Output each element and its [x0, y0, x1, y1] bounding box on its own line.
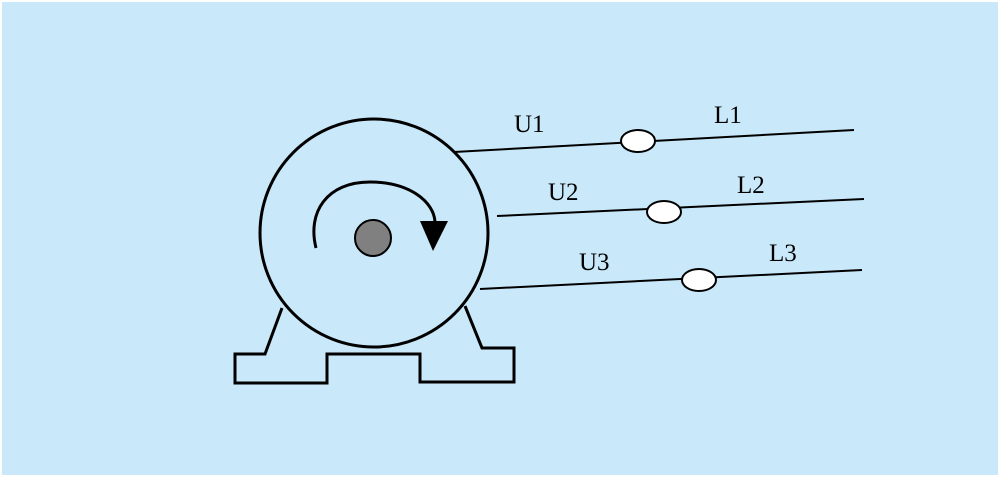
- label-l2: L2: [737, 172, 765, 199]
- label-u3: U3: [579, 249, 610, 276]
- terminal-1: [620, 129, 656, 153]
- rotation-arrow-icon: [312, 180, 437, 249]
- label-u2: U2: [548, 179, 579, 206]
- rotation-arrowhead: [420, 221, 448, 251]
- terminal-3: [681, 268, 717, 292]
- label-l3: L3: [769, 240, 797, 267]
- label-u1: U1: [514, 111, 545, 138]
- motor-shaft: [354, 219, 392, 257]
- label-l1: L1: [714, 102, 742, 129]
- line-wire-3: [479, 269, 863, 290]
- terminal-2: [646, 200, 682, 224]
